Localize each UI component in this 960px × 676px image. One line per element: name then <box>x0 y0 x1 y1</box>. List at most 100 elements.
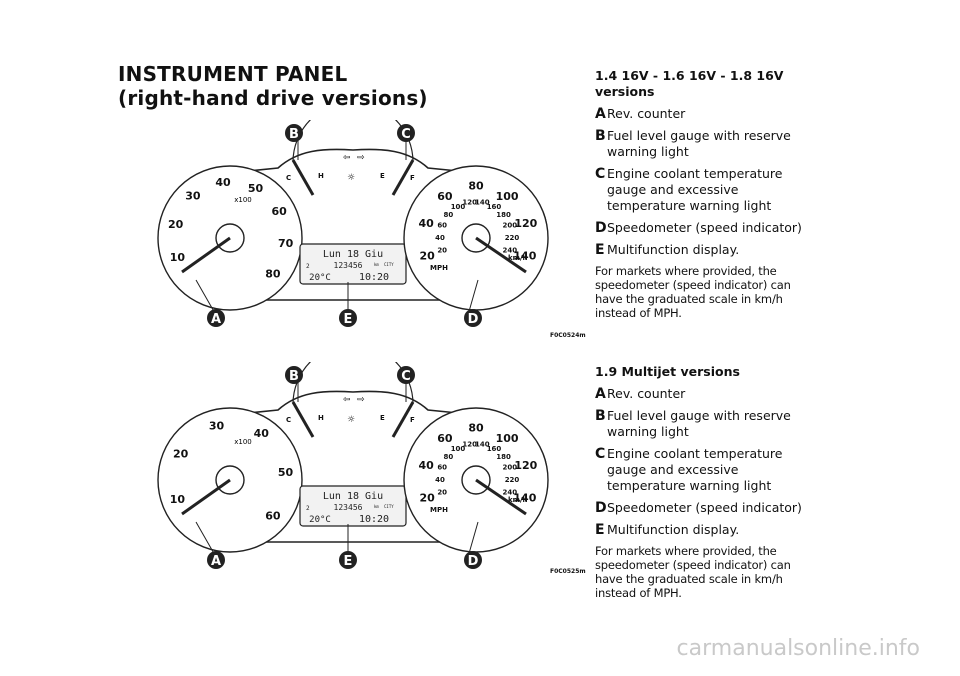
kmh-scale-label: 100 <box>451 203 466 211</box>
rev-counter-dial <box>157 165 303 311</box>
svg-text:C: C <box>401 369 411 384</box>
rev-unit-label: x100 <box>234 438 252 446</box>
callout-a: A <box>207 309 225 327</box>
kmh-scale-label: 60 <box>437 222 447 230</box>
rev-scale-label: 70 <box>278 237 294 250</box>
kmh-scale-label: 220 <box>505 234 520 242</box>
rev-scale-label: 50 <box>248 182 264 195</box>
temp-label-c: C <box>286 174 291 182</box>
rev-scale-label: 60 <box>272 205 288 218</box>
turn-left-icon: ⇦ <box>343 395 351 405</box>
kmh-scale-label: 240 <box>502 246 517 254</box>
rev-needle <box>181 236 231 274</box>
rev-scale-label: 10 <box>170 251 186 264</box>
mph-label: MPH <box>430 506 448 514</box>
svg-text:A: A <box>211 554 221 569</box>
temp-label-h: H <box>318 172 324 180</box>
headlight-icon: ☼ <box>347 415 355 425</box>
callout-a: A <box>207 551 225 569</box>
fuel-label-e: E <box>380 414 385 422</box>
display-gear: 2 <box>306 505 310 512</box>
instrument-panel-figure-2: C H E F ⇦ ⇨ ☼ Lun 18 Giu 2 123456 km CIT… <box>148 362 586 575</box>
display-odo-unit: km <box>374 504 379 509</box>
temp-needle <box>291 401 315 438</box>
kmh-scale-label: 200 <box>502 464 517 472</box>
fuel-label-f: F <box>410 416 415 424</box>
kmh-scale-label: 140 <box>475 199 490 207</box>
mph-scale-label: 140 <box>513 492 536 505</box>
instrument-panel-figure-1: C H E F ⇦ ⇨ ☼ Lun 18 Giu 2 123456 km CIT… <box>148 120 586 339</box>
callout-b: B <box>285 124 303 142</box>
kmh-scale-label: 220 <box>505 476 520 484</box>
callout-d: D <box>464 551 482 569</box>
display-time: 10:20 <box>359 514 389 525</box>
mph-scale-label: 20 <box>419 492 435 505</box>
temp-label-c: C <box>286 416 291 424</box>
turn-right-icon: ⇨ <box>357 153 365 163</box>
svg-text:D: D <box>468 554 479 569</box>
kmh-scale-label: 40 <box>435 234 445 242</box>
kmh-scale-label: 60 <box>437 464 447 472</box>
rev-scale-label: 40 <box>254 427 270 440</box>
title-line-2: (right-hand drive versions) <box>118 86 428 110</box>
display-mode: CITY <box>384 262 394 267</box>
speed-needle <box>475 236 527 274</box>
kmh-scale-label: 40 <box>435 476 445 484</box>
section-heading: 1.4 16V - 1.6 16V - 1.8 16V versions <box>595 68 784 99</box>
turn-left-icon: ⇦ <box>343 153 351 163</box>
section-note: For markets where provided, the speedome… <box>595 544 791 600</box>
mph-scale-label: 100 <box>496 432 519 445</box>
mph-scale-label: 60 <box>437 432 453 445</box>
display-gear: 2 <box>306 263 310 270</box>
mph-scale-label: 80 <box>468 180 484 193</box>
instrument-panel-drawing-2: C H E F ⇦ ⇨ ☼ Lun 18 Giu 2 123456 km CIT… <box>157 362 549 569</box>
callout-c: C <box>397 124 415 142</box>
rev-scale-label: 20 <box>168 218 184 231</box>
fuel-label-e: E <box>380 172 385 180</box>
svg-text:C: C <box>401 127 411 142</box>
kmh-scale-label: 100 <box>451 445 466 453</box>
kmh-scale-label: 20 <box>437 246 447 254</box>
display-odometer: 123456 <box>334 261 363 270</box>
kmh-scale-label: 80 <box>444 453 454 461</box>
fuel-label-f: F <box>410 174 415 182</box>
display-temp: 20°C <box>309 515 331 525</box>
speedometer-dial: MPH km/h <box>403 165 549 311</box>
mph-scale-label: 140 <box>513 250 536 263</box>
rev-scale-label: 30 <box>209 419 225 432</box>
title-line-1: INSTRUMENT PANEL <box>118 62 348 86</box>
temp-needle <box>291 159 315 196</box>
section-note: For markets where provided, the speedome… <box>595 264 791 320</box>
kmh-label: km/h <box>508 496 528 504</box>
mph-scale-label: 100 <box>496 190 519 203</box>
kmh-scale-label: 120 <box>462 199 477 207</box>
figure-code: F0C0525m <box>550 568 586 575</box>
kmh-scale-label: 160 <box>487 203 502 211</box>
mph-scale-label: 120 <box>514 459 537 472</box>
watermark: carmanualsonline.info <box>676 636 920 661</box>
rev-scale-label: 50 <box>278 466 294 479</box>
rev-scale-label: 20 <box>173 447 189 460</box>
svg-text:D: D <box>468 312 479 327</box>
instrument-panel-drawing-1: C H E F ⇦ ⇨ ☼ Lun 18 Giu 2 123456 km CIT… <box>157 120 549 327</box>
turn-right-icon: ⇨ <box>357 395 365 405</box>
kmh-label: km/h <box>508 254 528 262</box>
rev-counter-dial <box>157 407 303 553</box>
display-date: Lun 18 Giu <box>323 491 383 502</box>
kmh-scale-label: 240 <box>502 488 517 496</box>
kmh-scale-label: 120 <box>462 441 477 449</box>
kmh-scale-label: 200 <box>502 222 517 230</box>
mph-scale-label: 40 <box>419 459 435 472</box>
callout-e: E <box>339 309 357 327</box>
mph-scale-label: 80 <box>468 422 484 435</box>
speed-needle <box>475 478 527 516</box>
mph-scale-label: 20 <box>419 250 435 263</box>
